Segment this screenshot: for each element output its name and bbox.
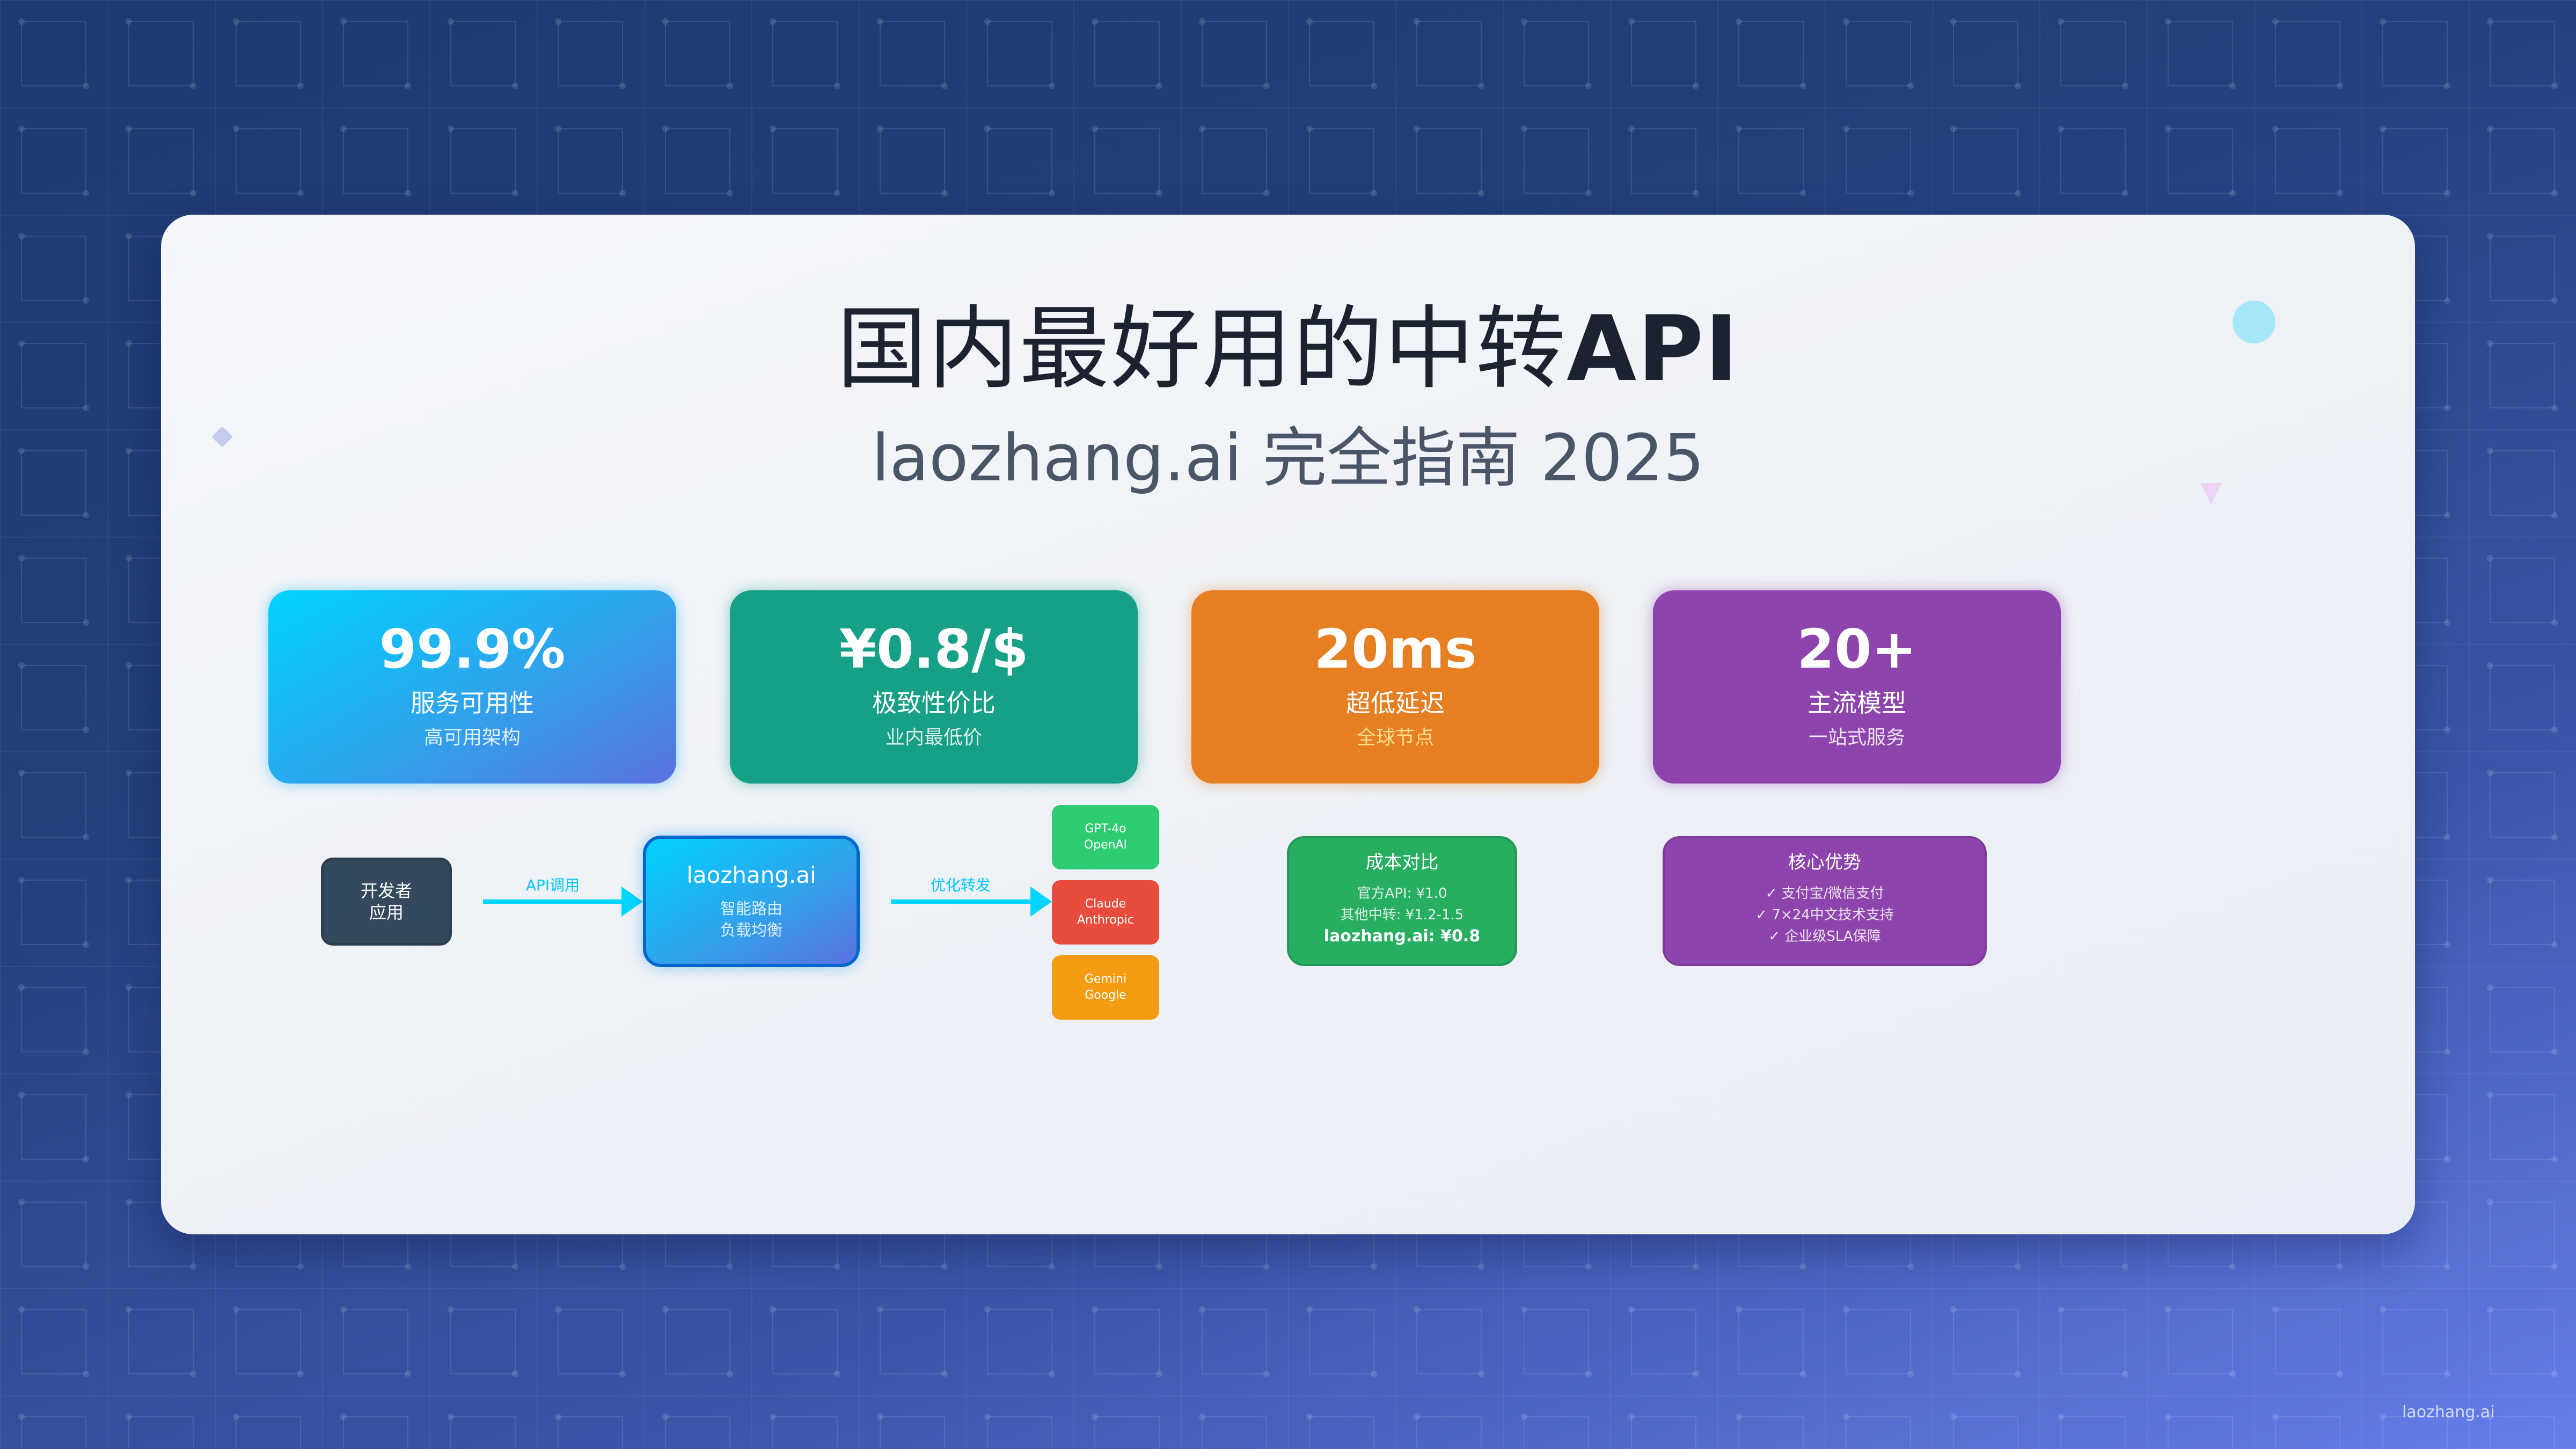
arrow-line-1 — [483, 899, 623, 904]
arrow-label-forward: 优化转发 — [930, 876, 991, 894]
model-node-gpt4o: GPT-4o OpenAI — [1052, 805, 1159, 869]
title-latin: API — [1567, 296, 1739, 401]
stat-value: 20ms — [1314, 618, 1477, 680]
model-vendor: Anthropic — [1077, 913, 1134, 927]
advantages-title: 核心优势 — [1788, 852, 1861, 873]
arrow-line-2 — [891, 899, 1031, 904]
decorative-circle — [2233, 301, 2275, 343]
page-title: 国内最好用的中转API — [161, 295, 2415, 402]
model-node-claude: Claude Anthropic — [1052, 880, 1159, 945]
advantage-row: ✓ 7×24中文技术支持 — [1755, 907, 1894, 923]
core-advantages-box: 核心优势 ✓ 支付宝/微信支付 ✓ 7×24中文技术支持 ✓ 企业级SLA保障 — [1663, 836, 1987, 966]
advantage-row: ✓ 支付宝/微信支付 — [1765, 885, 1884, 902]
model-node-gemini: Gemini Google — [1052, 955, 1159, 1020]
stat-label: 极致性价比 — [872, 689, 996, 718]
gateway-line2: 负载均衡 — [720, 921, 782, 939]
stat-sub: 全球节点 — [1356, 727, 1434, 749]
arrow-head-1-icon — [621, 887, 643, 917]
stat-card-price: ¥0.8/$ 极致性价比 业内最低价 — [730, 590, 1138, 784]
model-name: Claude — [1085, 897, 1126, 911]
developer-line1: 开发者 — [360, 881, 412, 901]
arrow-head-2-icon — [1030, 887, 1052, 917]
gateway-node: laozhang.ai 智能路由 负载均衡 — [643, 836, 860, 967]
arrow-label-api-call: API调用 — [525, 876, 580, 894]
model-vendor: Google — [1085, 989, 1126, 1002]
cost-row-official: 官方API: ¥1.0 — [1357, 885, 1447, 902]
cost-row-others: 其他中转: ¥1.2-1.5 — [1340, 907, 1464, 923]
stat-value: 99.9% — [379, 618, 566, 680]
stat-value: ¥0.8/$ — [839, 618, 1029, 680]
model-name: Gemini — [1084, 972, 1127, 986]
stat-value: 20+ — [1797, 618, 1917, 680]
title-chinese: 国内最好用的中转 — [837, 296, 1567, 401]
stat-label: 服务可用性 — [411, 689, 534, 718]
stat-sub: 高可用架构 — [423, 727, 521, 749]
stat-label: 超低延迟 — [1346, 689, 1445, 718]
developer-line2: 应用 — [369, 902, 404, 923]
stat-sub: 一站式服务 — [1808, 727, 1905, 749]
stat-sub: 业内最低价 — [885, 727, 982, 749]
cost-title: 成本对比 — [1365, 852, 1439, 873]
main-card: 国内最好用的中转API laozhang.ai 完全指南 2025 99.9% … — [161, 215, 2415, 1234]
gateway-name: laozhang.ai — [686, 862, 816, 888]
cost-comparison-box: 成本对比 官方API: ¥1.0 其他中转: ¥1.2-1.5 laozhang… — [1287, 836, 1517, 966]
page-subtitle: laozhang.ai 完全指南 2025 — [872, 421, 1704, 496]
gateway-line1: 智能路由 — [720, 899, 782, 918]
advantage-row: ✓ 企业级SLA保障 — [1768, 928, 1881, 945]
model-vendor: OpenAI — [1084, 838, 1128, 852]
cost-row-laozhang: laozhang.ai: ¥0.8 — [1323, 927, 1481, 946]
watermark: laozhang.ai — [2402, 1403, 2495, 1422]
stat-card-availability: 99.9% 服务可用性 高可用架构 — [268, 590, 676, 784]
developer-node: 开发者 应用 — [321, 858, 452, 946]
stat-label: 主流模型 — [1807, 689, 1906, 718]
stat-card-models: 20+ 主流模型 一站式服务 — [1653, 590, 2061, 784]
decorative-triangle — [2200, 483, 2222, 504]
stat-card-latency: 20ms 超低延迟 全球节点 — [1191, 590, 1599, 784]
model-name: GPT-4o — [1085, 822, 1126, 836]
